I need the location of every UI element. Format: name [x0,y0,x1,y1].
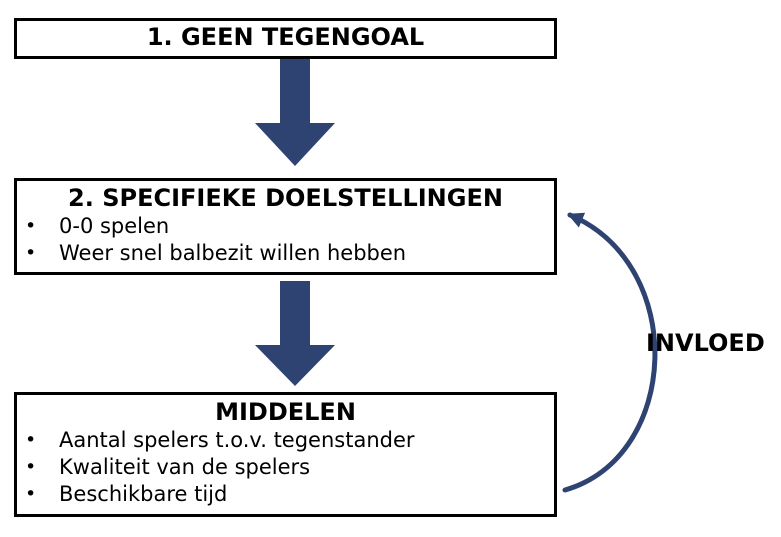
box-middelen-title: MIDDELEN [215,398,356,426]
box-specifieke-doelstellingen-bullets: 0-0 spelen Weer snel balbezit willen heb… [17,213,554,267]
influence-label: INVLOED [646,329,765,357]
box-specifieke-doelstellingen: 2. SPECIFIEKE DOELSTELLINGEN 0-0 spelen … [14,178,557,275]
bullet-item: 0-0 spelen [17,213,554,240]
influence-curved-arrow-icon [562,212,658,493]
down-arrow-shape [255,281,335,386]
box-geen-tegengoal-title: 1. GEEN TEGENGOAL [146,23,425,51]
box-middelen-bullets: Aantal spelers t.o.v. tegenstander Kwali… [17,427,554,508]
down-arrow-icon [255,281,335,386]
influence-curve-path [562,212,658,493]
box-geen-tegengoal: 1. GEEN TEGENGOAL [14,18,557,59]
bullet-item: Beschikbare tijd [17,481,554,508]
down-arrow-shape [255,59,335,166]
box-middelen: MIDDELEN Aantal spelers t.o.v. tegenstan… [14,392,557,517]
bullet-item: Aantal spelers t.o.v. tegenstander [17,427,554,454]
down-arrow-icon [255,59,335,166]
bullet-item: Weer snel balbezit willen hebben [17,240,554,267]
bullet-item: Kwaliteit van de spelers [17,454,554,481]
box-specifieke-doelstellingen-title: 2. SPECIFIEKE DOELSTELLINGEN [68,184,503,212]
